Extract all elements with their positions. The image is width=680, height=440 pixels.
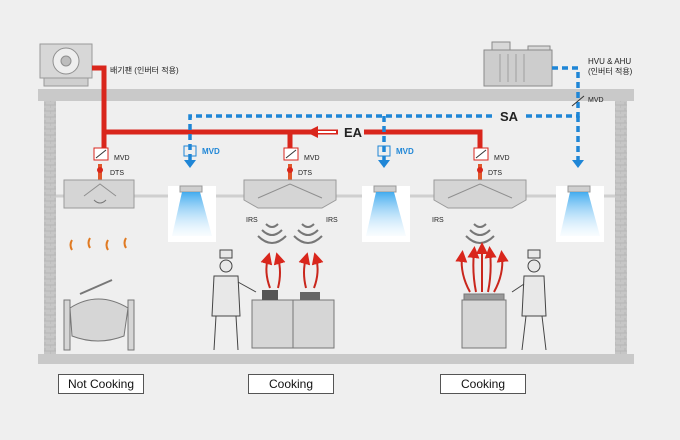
hvu-ahu-label-line1: HVU & AHU	[588, 57, 631, 66]
zone-label-cooking-2: Cooking	[440, 374, 526, 394]
tilting-kettle-icon	[63, 279, 135, 351]
cooking-heat-plume-2	[455, 242, 509, 293]
hvu-ahu-label-line2: (인버터 적용)	[588, 66, 633, 76]
right-wall	[615, 101, 627, 354]
irs-label-1: IRS	[246, 217, 258, 224]
exhaust-mvd-label-2: MVD	[304, 155, 320, 162]
zone-label-cooking-1: Cooking	[248, 374, 334, 394]
left-wall	[44, 101, 56, 354]
residual-heat-icon	[69, 237, 127, 251]
hood-1	[63, 179, 135, 209]
supply-mvd-label-2: MVD	[396, 147, 414, 156]
cooking-heat-plume-1	[260, 252, 324, 289]
cooking-range-1-icon	[251, 290, 335, 349]
exhaust-duct	[92, 65, 483, 186]
supply-damper-icon	[571, 95, 585, 107]
exhaust-fan-icon	[39, 43, 93, 87]
exhaust-fan-label: 배기팬 (인버터 적용)	[110, 65, 179, 75]
supply-mvd-label-1: MVD	[202, 147, 220, 156]
cooking-range-2-icon	[461, 293, 507, 349]
chef-2-icon	[511, 249, 547, 351]
sa-label: SA	[500, 109, 519, 124]
irs-label-3: IRS	[432, 217, 444, 224]
exhaust-dts-label-2: DTS	[298, 170, 312, 177]
hvu-ahu-unit-icon	[483, 41, 553, 87]
hood-3	[433, 179, 527, 209]
floor-slab	[38, 354, 634, 364]
zone-label-not-cooking: Not Cooking	[58, 374, 144, 394]
irs-sensor-waves	[257, 223, 495, 244]
exhaust-dts-label-1: DTS	[110, 170, 124, 177]
supply-diffusers	[168, 185, 604, 242]
supply-arrowheads	[184, 160, 584, 168]
exhaust-dampers	[93, 147, 489, 161]
hood-2	[243, 179, 337, 209]
chef-1-icon	[211, 249, 257, 351]
supply-mvd-markers	[183, 145, 391, 157]
irs-label-2: IRS	[326, 217, 338, 224]
ea-label: EA	[344, 125, 363, 140]
exhaust-mvd-label-1: MVD	[114, 155, 130, 162]
exhaust-mvd-label-3: MVD	[494, 155, 510, 162]
exhaust-dts-label-3: DTS	[488, 170, 502, 177]
dts-sensors	[97, 167, 483, 173]
ceiling-slab	[38, 89, 634, 101]
mvd-label-ahu: MVD	[588, 97, 604, 104]
